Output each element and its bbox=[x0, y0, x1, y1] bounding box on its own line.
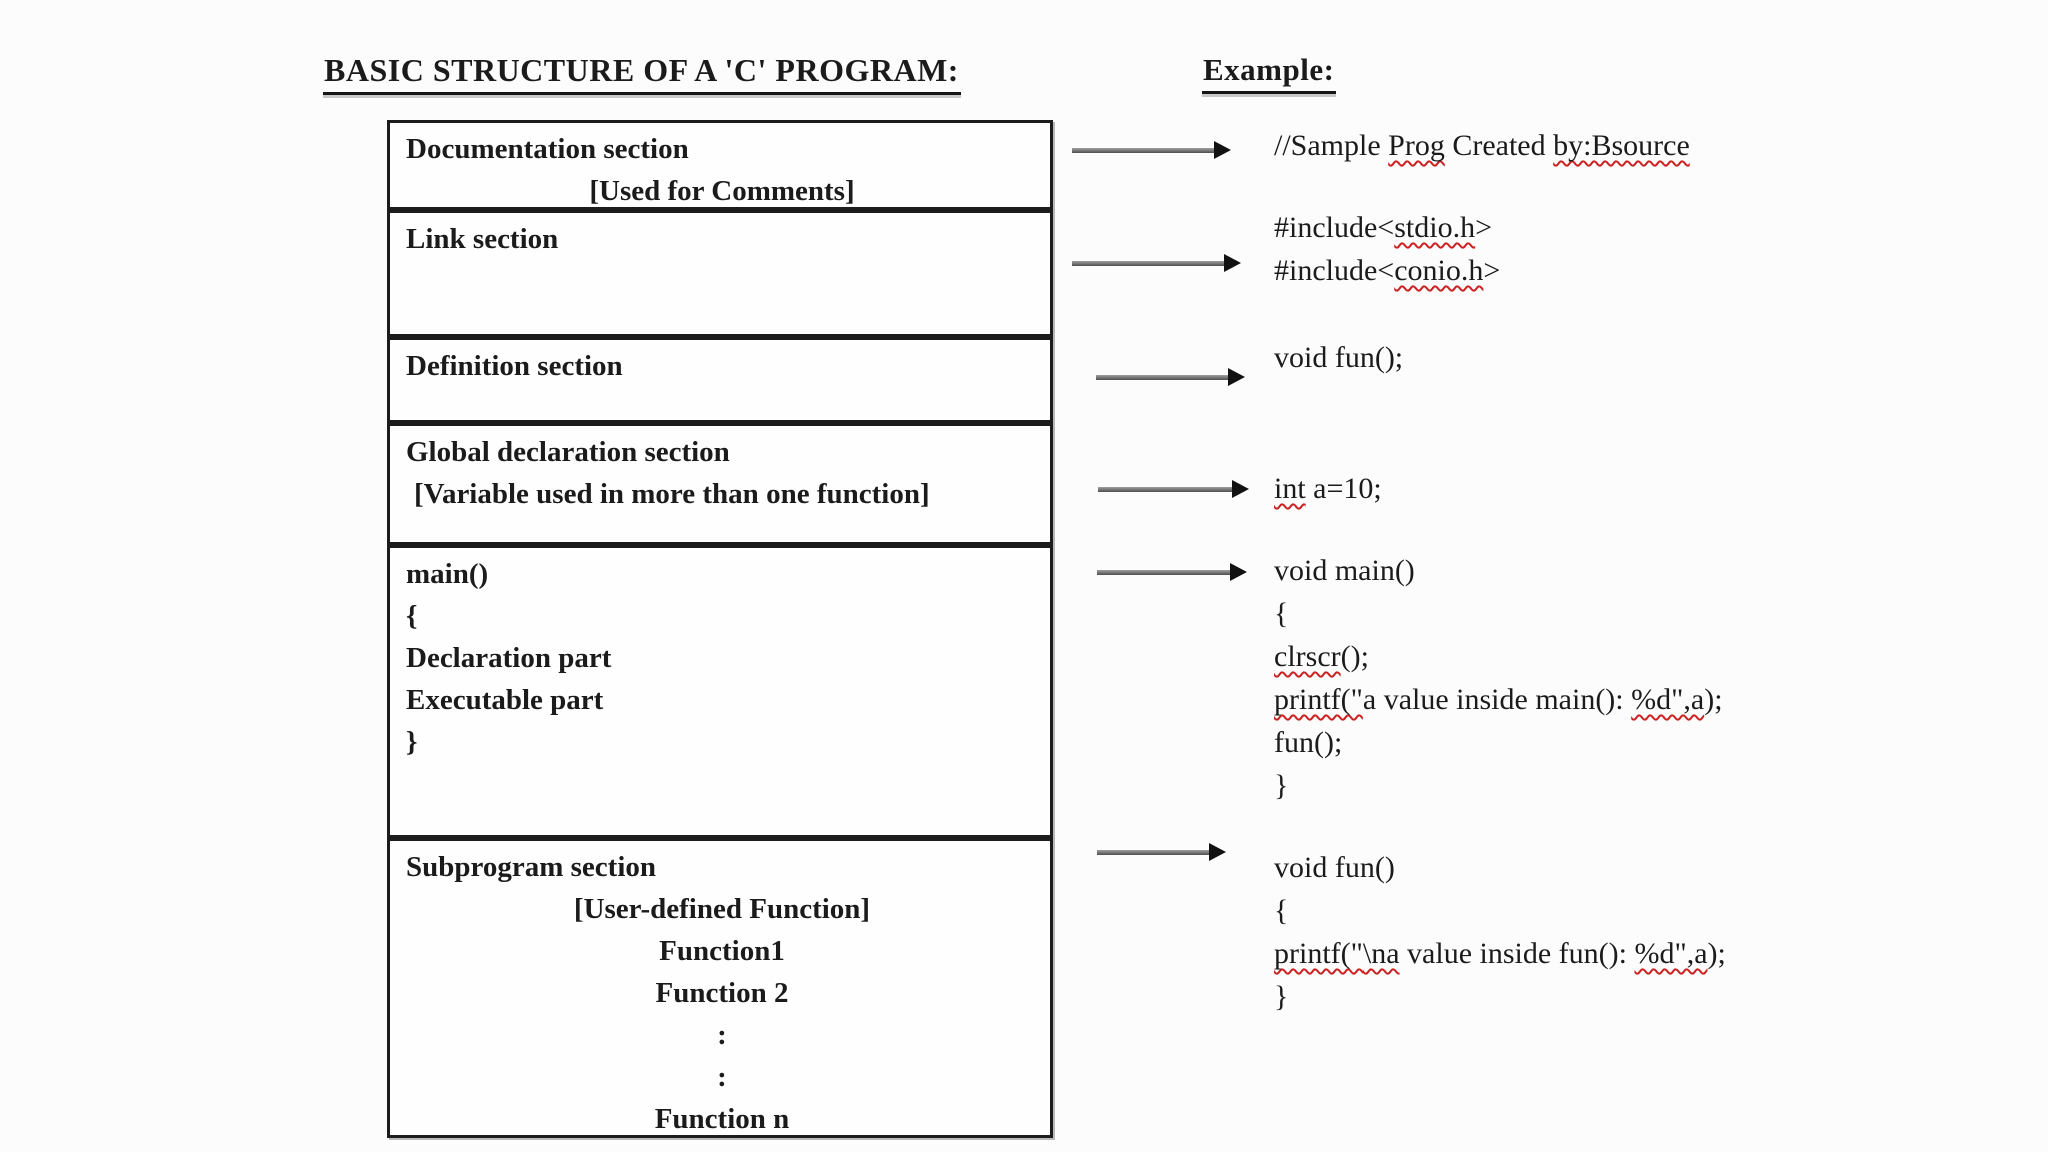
code-text: void main() bbox=[1274, 554, 1415, 587]
text-line: Function n bbox=[654, 1103, 790, 1135]
text-line: Declaration part bbox=[406, 642, 612, 674]
text-line: main() bbox=[406, 558, 489, 590]
code-text: void fun(); bbox=[1274, 341, 1404, 374]
code-text: //Sample bbox=[1274, 129, 1389, 162]
page-title: BASIC STRUCTURE OF A 'C' PROGRAM: bbox=[323, 52, 961, 95]
code-text: ); bbox=[1704, 683, 1723, 716]
text-line: Subprogram section bbox=[406, 851, 657, 883]
text-line: Link section bbox=[406, 223, 559, 255]
text-line: : bbox=[717, 1061, 727, 1093]
spellcheck-squiggle-text: stdio.h bbox=[1394, 211, 1476, 244]
code-text: { bbox=[1274, 894, 1289, 927]
text-line: [Used for Comments] bbox=[589, 175, 855, 207]
text-line: } bbox=[406, 726, 418, 758]
text-line: fun(); bbox=[1274, 721, 1723, 764]
section-box-subprogram: Subprogram section [User-defined Function… bbox=[387, 838, 1053, 1138]
code-text: a value inside main(): bbox=[1362, 683, 1632, 716]
text-line: } bbox=[1274, 764, 1723, 807]
code-text: #include< bbox=[1274, 211, 1395, 244]
code-text: { bbox=[1274, 597, 1289, 630]
section-box-definition: Definition section bbox=[387, 337, 1053, 423]
text-line: Executable part bbox=[406, 684, 604, 716]
text-line: void fun() bbox=[1274, 846, 1726, 889]
arrow-link-icon bbox=[1072, 254, 1241, 272]
text-line: : bbox=[717, 1019, 727, 1051]
code-text: void fun() bbox=[1274, 851, 1395, 884]
spellcheck-squiggle-text: %d",a bbox=[1631, 683, 1705, 716]
text-line: #include<stdio.h> bbox=[1274, 206, 1500, 249]
code-text: ); bbox=[1707, 937, 1726, 970]
section-box-documentation: Documentation section [Used for Comments] bbox=[387, 120, 1053, 210]
arrow-subprogram-icon bbox=[1097, 843, 1226, 861]
text-line: Function1 bbox=[659, 935, 785, 967]
arrow-definition-icon bbox=[1096, 368, 1245, 386]
section-box-global-declaration: Global declaration section [Variable used… bbox=[387, 423, 1053, 545]
arrow-documentation-icon bbox=[1072, 141, 1231, 159]
spellcheck-squiggle-text: int bbox=[1274, 472, 1306, 505]
spellcheck-squiggle-text: \na bbox=[1362, 937, 1400, 970]
example-code-subprogram: void fun() { printf("\na value inside fun(… bbox=[1274, 846, 1726, 1018]
spellcheck-squiggle-text: by:Bsource bbox=[1553, 129, 1690, 162]
text-line: int a=10; bbox=[1274, 467, 1382, 510]
text-line: Definition section bbox=[406, 350, 623, 382]
example-code-main: void main(){clrscr();printf("a value ins… bbox=[1274, 549, 1723, 807]
code-text: (); bbox=[1340, 640, 1369, 673]
code-text: } bbox=[1274, 769, 1289, 802]
spellcheck-squiggle-text: clrscr bbox=[1274, 640, 1341, 673]
example-code-global-declaration: int a=10; bbox=[1274, 467, 1382, 510]
text-line: Documentation section bbox=[406, 133, 689, 165]
code-text: #include< bbox=[1274, 254, 1395, 287]
example-code-definition: void fun(); bbox=[1274, 336, 1403, 379]
text-line: //Sample Prog Created by:Bsource bbox=[1274, 124, 1690, 167]
spellcheck-squiggle-text: conio.h bbox=[1394, 254, 1484, 287]
code-text: > bbox=[1483, 254, 1501, 287]
text-line: #include<conio.h> bbox=[1274, 249, 1500, 292]
example-code-documentation: //Sample Prog Created by:Bsource bbox=[1274, 124, 1690, 167]
spellcheck-squiggle-text: printf(" bbox=[1274, 937, 1363, 970]
text-line: clrscr(); bbox=[1274, 635, 1723, 678]
section-box-link: Link section bbox=[387, 210, 1053, 337]
text-line: Function 2 bbox=[655, 977, 789, 1009]
text-line: { bbox=[1274, 592, 1723, 635]
spellcheck-squiggle-text: %d",a bbox=[1634, 937, 1708, 970]
spellcheck-squiggle-text: printf(" bbox=[1274, 683, 1363, 716]
text-line: [User-defined Function] bbox=[573, 893, 871, 925]
code-text: fun(); bbox=[1274, 726, 1343, 759]
text-line: Global declaration section bbox=[406, 436, 730, 468]
text-line: { bbox=[1274, 889, 1726, 932]
example-heading: Example: bbox=[1202, 52, 1337, 94]
code-text: value inside fun(): bbox=[1399, 937, 1635, 970]
code-text: > bbox=[1475, 211, 1493, 244]
text-line: [Variable used in more than one function… bbox=[414, 478, 930, 510]
example-code-link: #include<stdio.h>#include<conio.h> bbox=[1274, 206, 1500, 292]
text-line: printf("\na value inside fun(): %d",a); bbox=[1274, 932, 1726, 975]
spellcheck-squiggle-text: Prog bbox=[1388, 129, 1445, 162]
text-line: } bbox=[1274, 975, 1726, 1018]
arrow-global-declaration-icon bbox=[1098, 480, 1249, 498]
code-text: Created bbox=[1444, 129, 1554, 162]
arrow-main-icon bbox=[1097, 563, 1247, 581]
text-line: void fun(); bbox=[1274, 336, 1403, 379]
code-text: } bbox=[1274, 980, 1289, 1013]
text-line: { bbox=[406, 600, 418, 632]
text-line: void main() bbox=[1274, 549, 1723, 592]
text-line: printf("a value inside main(): %d",a); bbox=[1274, 678, 1723, 721]
code-text: a=10; bbox=[1305, 472, 1382, 505]
